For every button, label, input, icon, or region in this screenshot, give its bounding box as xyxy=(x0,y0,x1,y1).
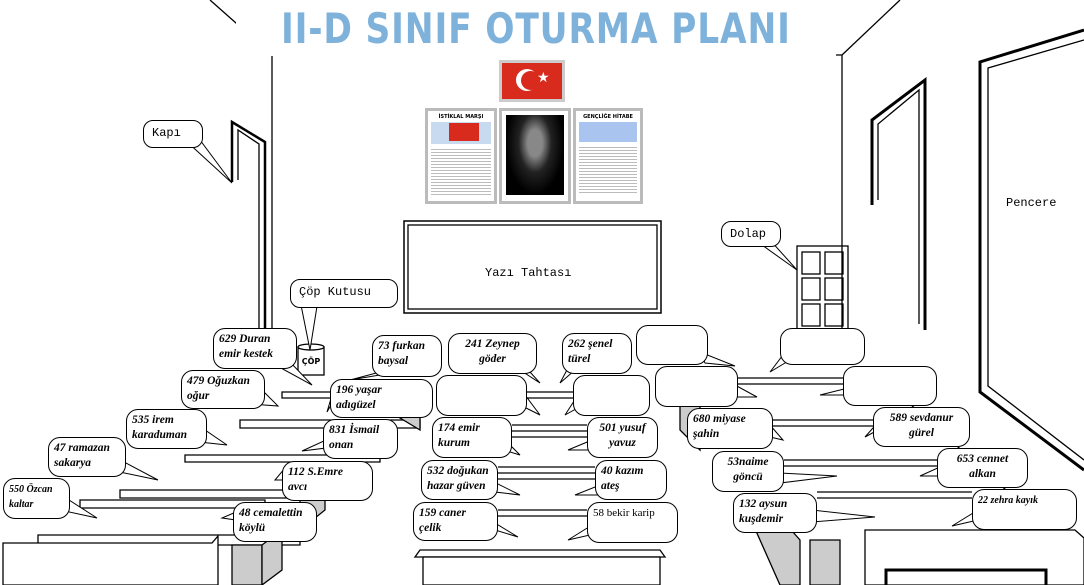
seat-589[interactable]: 589 sevdanur gürel xyxy=(873,407,970,447)
seat-empty[interactable] xyxy=(780,328,865,365)
seat-196[interactable]: 196 yaşar adıgüzel xyxy=(330,379,433,418)
turkish-flag: ★ xyxy=(499,60,565,102)
seat-535[interactable]: 535 irem karaduman xyxy=(126,409,207,449)
seat-73[interactable]: 73 furkan baysal xyxy=(372,335,442,377)
seat-550[interactable]: 550 Özcan kaltar xyxy=(3,478,70,519)
trash-can xyxy=(297,343,325,376)
poster-title: İSTİKLAL MARŞI xyxy=(438,114,484,120)
seat-40[interactable]: 40 kazım ateş xyxy=(595,460,667,500)
seat-empty[interactable] xyxy=(436,375,527,416)
closet xyxy=(796,245,849,331)
seat-112[interactable]: 112 S.Emre avcı xyxy=(282,461,373,501)
seat-501[interactable]: 501 yusuf yavuz xyxy=(587,417,658,458)
page-title: II-D SINIF OTURMA PLANI xyxy=(281,4,791,53)
desks-middle xyxy=(413,391,667,585)
seat-262[interactable]: 262 şenel türel xyxy=(562,333,632,374)
seat-53[interactable]: 53naime göncü xyxy=(712,451,784,492)
trash-can-label: ÇÖP xyxy=(301,357,321,366)
seat-241[interactable]: 241 Zeynep göder xyxy=(448,333,537,374)
seat-159[interactable]: 159 caner çelik xyxy=(413,502,498,541)
whiteboard xyxy=(403,220,662,314)
seat-empty[interactable] xyxy=(655,366,738,407)
page-title-band: II-D SINIF OTURMA PLANI xyxy=(236,2,836,56)
seat-48[interactable]: 48 cemalettin köylü xyxy=(233,502,317,542)
istiklal-marsi-poster: İSTİKLAL MARŞI xyxy=(425,108,497,204)
seat-680[interactable]: 680 miyase şahin xyxy=(687,408,773,449)
genclige-hitabe-poster: GENÇLİĞE HİTABE xyxy=(573,108,643,204)
star-icon: ★ xyxy=(537,70,550,86)
seat-831[interactable]: 831 İsmail onan xyxy=(323,419,398,459)
seat-479[interactable]: 479 Oğuzkan oğur xyxy=(181,370,265,409)
desks-left xyxy=(2,391,421,585)
door xyxy=(230,119,267,360)
seat-47[interactable]: 47 ramazan sakarya xyxy=(48,437,126,477)
door-label: Kapı xyxy=(143,120,203,148)
ataturk-portrait xyxy=(499,108,571,204)
desks-right xyxy=(679,377,1084,585)
seat-174[interactable]: 174 emir kurum xyxy=(432,417,512,458)
seat-22[interactable]: 22 zehra kayık xyxy=(972,489,1077,530)
poster-title: GENÇLİĞE HİTABE xyxy=(583,114,633,120)
closet-label: Dolap xyxy=(721,221,781,247)
seat-empty[interactable] xyxy=(843,366,937,406)
board-label: Yazı Tahtası xyxy=(485,266,572,280)
seat-653[interactable]: 653 cennet alkan xyxy=(937,448,1028,488)
seat-empty[interactable] xyxy=(636,325,708,365)
seat-132[interactable]: 132 aysun kuşdemir xyxy=(733,493,817,533)
trash-label: Çöp Kutusu xyxy=(290,279,398,308)
seat-58[interactable]: 58 bekir karip xyxy=(587,502,678,543)
seat-629[interactable]: 629 Duran emir kestek xyxy=(213,328,297,369)
seat-empty[interactable] xyxy=(573,375,650,416)
window-label: Pencere xyxy=(1006,196,1057,210)
bubble-tails xyxy=(59,139,979,541)
seat-532[interactable]: 532 doğukan hazar güven xyxy=(421,460,498,500)
